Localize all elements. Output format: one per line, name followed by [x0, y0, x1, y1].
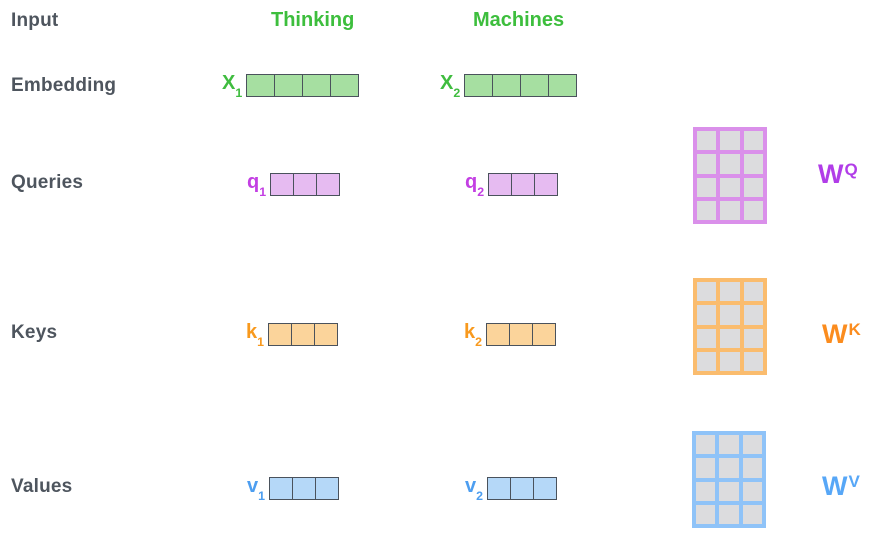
vector-cell: [315, 323, 338, 345]
matrix-cell: [743, 200, 763, 220]
matrix-cell: [719, 504, 739, 524]
vector-cells-v1: [269, 476, 340, 500]
vector-cells-q1: [270, 172, 341, 196]
matrix-cell: [720, 200, 740, 220]
vector-cell: [488, 477, 512, 499]
matrix-cell: [696, 481, 716, 501]
matrix-label-wv: WV: [822, 471, 860, 501]
vector-cell: [294, 173, 318, 195]
vector-cell: [247, 74, 276, 96]
matrix-cell: [743, 131, 763, 151]
matrix-label-wq: WQ: [818, 159, 858, 189]
vector-cells-q2: [488, 172, 559, 196]
row-label-input: Input: [11, 10, 59, 31]
matrix-cell: [743, 154, 763, 174]
row-label-values: Values: [11, 476, 73, 497]
matrix-cell: [743, 305, 763, 325]
vector-cell: [465, 74, 494, 96]
matrix-cell: [743, 177, 763, 197]
input-word-machines: Machines: [473, 9, 565, 31]
matrix-cell: [697, 328, 717, 348]
vector-cells-k1: [268, 322, 339, 346]
matrix-cell: [720, 282, 740, 302]
vector-cell: [292, 323, 316, 345]
row-label-keys: Keys: [11, 322, 58, 343]
matrix-cell: [697, 351, 717, 371]
vector-cell: [271, 173, 295, 195]
matrix-cell: [742, 504, 762, 524]
vector-cell: [535, 173, 558, 195]
vector-cell: [317, 173, 340, 195]
matrix-cell: [697, 154, 717, 174]
matrix-cell: [720, 351, 740, 371]
matrix-cell: [720, 305, 740, 325]
matrix-cell: [719, 481, 739, 501]
matrix-cell: [720, 177, 740, 197]
matrix-cell: [697, 177, 717, 197]
matrix-cell: [719, 435, 739, 455]
vector-cell: [316, 477, 339, 499]
vector-cell: [493, 74, 522, 96]
vector-cell: [269, 323, 293, 345]
weight-matrix-wv: [692, 431, 766, 528]
weight-matrix-wq: [693, 127, 767, 224]
vector-cell: [521, 74, 550, 96]
vector-cell: [487, 323, 511, 345]
vector-cell: [303, 74, 332, 96]
value-vector-v2: v2: [465, 474, 558, 503]
matrix-cell: [697, 200, 717, 220]
row-label-embedding: Embedding: [11, 75, 117, 96]
matrix-cell: [696, 435, 716, 455]
matrix-label-wk: WK: [822, 319, 861, 349]
vector-cells-v2: [487, 476, 558, 500]
query-vector-q2: q2: [465, 170, 559, 199]
vector-cells-x2: [464, 73, 578, 97]
row-label-queries: Queries: [11, 172, 84, 193]
vector-cell: [489, 173, 513, 195]
embedding-vector-x1: X1: [222, 71, 360, 100]
matrix-cell: [742, 435, 762, 455]
vector-label-x2: X2: [440, 72, 461, 100]
vector-cell: [510, 323, 534, 345]
matrix-cell: [696, 458, 716, 478]
vector-label-v1: v1: [247, 475, 266, 503]
input-word-thinking: Thinking: [271, 9, 355, 31]
matrix-cell: [720, 131, 740, 151]
vector-label-v2: v2: [465, 475, 484, 503]
matrix-cell: [719, 458, 739, 478]
vector-cell: [534, 477, 557, 499]
vector-cell: [270, 477, 294, 499]
matrix-cell: [742, 481, 762, 501]
matrix-cell: [696, 504, 716, 524]
vector-label-k1: k1: [246, 321, 265, 349]
vector-cell: [293, 477, 317, 499]
value-vector-v1: v1: [247, 474, 340, 503]
matrix-cell: [743, 351, 763, 371]
vector-cell: [511, 477, 535, 499]
key-vector-k1: k1: [246, 320, 339, 349]
vector-label-q2: q2: [465, 171, 485, 199]
vector-cell: [549, 74, 577, 96]
matrix-cell: [743, 328, 763, 348]
matrix-cell: [697, 282, 717, 302]
vector-label-x1: X1: [222, 72, 243, 100]
query-vector-q1: q1: [247, 170, 341, 199]
matrix-cell: [720, 328, 740, 348]
matrix-cell: [697, 305, 717, 325]
vector-cells-x1: [246, 73, 360, 97]
vector-cell: [331, 74, 359, 96]
matrix-cell: [742, 458, 762, 478]
matrix-cell: [697, 131, 717, 151]
vector-cell: [275, 74, 304, 96]
vector-label-k2: k2: [464, 321, 483, 349]
matrix-cell: [743, 282, 763, 302]
vector-cell: [533, 323, 556, 345]
matrix-cell: [720, 154, 740, 174]
embedding-vector-x2: X2: [440, 71, 578, 100]
weight-matrix-wk: [693, 278, 767, 375]
vector-cell: [512, 173, 536, 195]
vector-cells-k2: [486, 322, 557, 346]
key-vector-k2: k2: [464, 320, 557, 349]
vector-label-q1: q1: [247, 171, 267, 199]
